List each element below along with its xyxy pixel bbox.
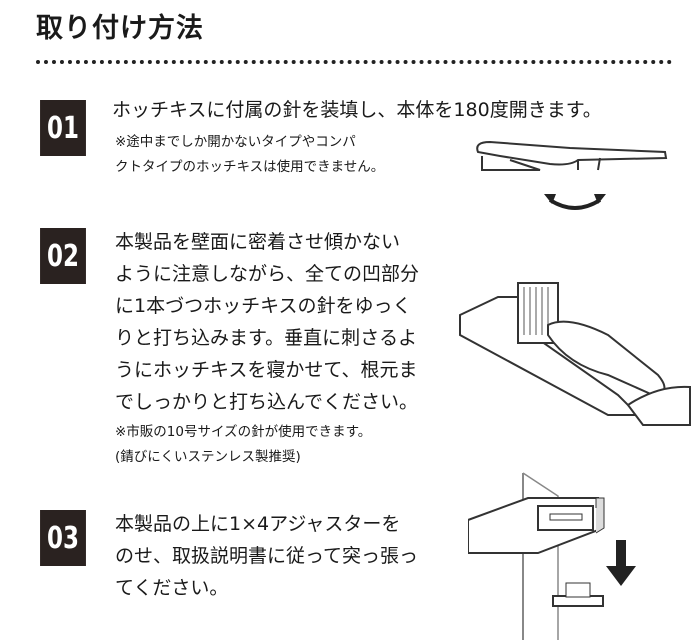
step-02-note: ※市販の10号サイズの針が使用できます。 (錆びにくいステンレス製推奨) xyxy=(115,424,372,465)
step-01-text: ホッチキスに付属の針を装填し、本体を180度開きます。 xyxy=(112,99,602,121)
step-03-text: 本製品の上に1×4アジャスターを のせ、取扱説明書に従って突っ張っ てください。 xyxy=(115,513,419,599)
step-badge-03: 03 xyxy=(40,510,86,566)
step-01-note: ※途中までしか開かないタイプやコンパ クトタイプのホッチキスは使用できません。 xyxy=(115,134,385,175)
dotted-divider xyxy=(36,60,672,64)
stapler-open-illustration xyxy=(476,140,668,210)
step-badge-01: 01 xyxy=(40,100,86,156)
page-title: 取り付け方法 xyxy=(36,13,204,44)
step-02-text: 本製品を壁面に密着させ傾かない ように注意しながら、全ての凹部分 に1本づつホッ… xyxy=(115,231,420,413)
adjuster-mount-illustration xyxy=(468,472,636,640)
step-badge-02: 02 xyxy=(40,228,86,284)
stapler-insert-illustration xyxy=(459,282,691,426)
